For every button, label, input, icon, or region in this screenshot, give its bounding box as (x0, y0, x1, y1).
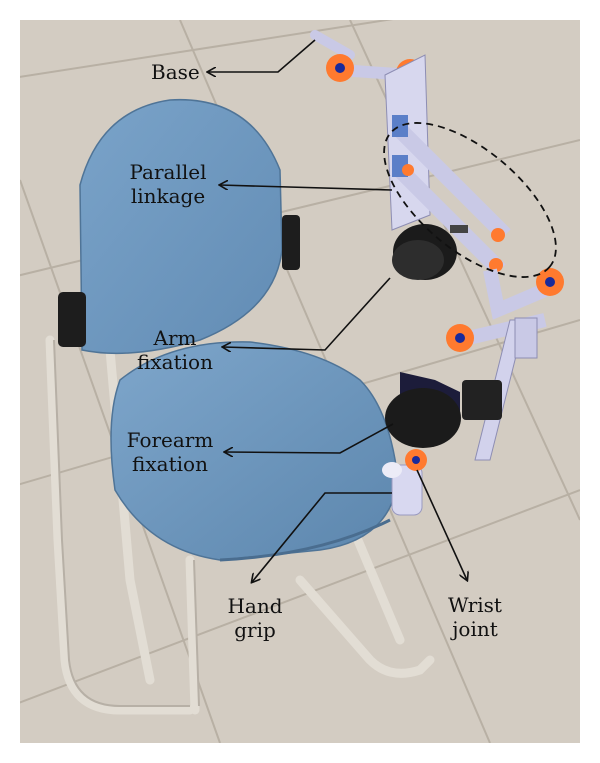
arm-cuff (392, 224, 468, 280)
forearm-fixation-leader (225, 423, 394, 453)
arm-fixation-leader (223, 277, 391, 350)
backrest (58, 98, 300, 355)
wrist-joint-leader (416, 469, 467, 580)
label-parallel-linkage: Parallel linkage (129, 160, 207, 208)
linkage-highlight (383, 122, 557, 278)
label-base: Base (151, 60, 200, 84)
hand-grip-leader (252, 492, 392, 582)
label-hand-grip: Hand grip (227, 594, 283, 642)
exoskeleton-figure: Base Parallel linkage Arm fixation Forea… (20, 20, 580, 743)
leader-lines (208, 39, 467, 582)
base-leader (208, 39, 316, 72)
forearm-cuff (385, 372, 502, 448)
chair-frame-shade (53, 339, 200, 707)
label-wrist-joint: Wrist joint (448, 593, 502, 641)
parallel-linkage-leader (220, 185, 393, 191)
illustration (20, 20, 580, 743)
label-forearm-fixation: Forearm fixation (126, 428, 214, 476)
label-arm-fixation: Arm fixation (137, 326, 213, 374)
